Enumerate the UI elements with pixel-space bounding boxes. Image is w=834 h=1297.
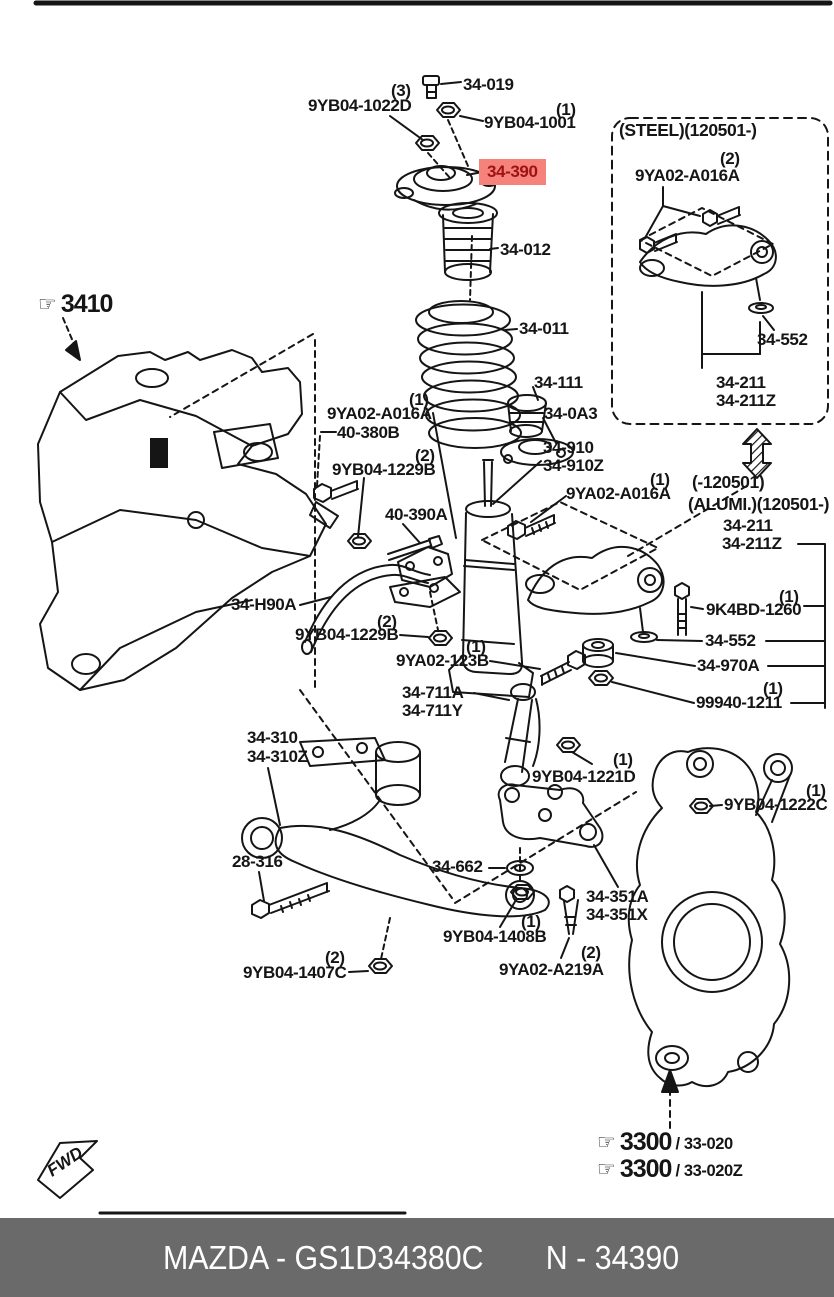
part-label-34-970a[interactable]: 34-970A	[697, 656, 760, 675]
part-label-34-h90a[interactable]: 34-H90A	[231, 595, 297, 614]
part-label-9ya02-a016a[interactable]: 9YA02-A016A	[635, 166, 740, 185]
part-label-9ya02-123b[interactable]: 9YA02-123B	[396, 651, 489, 670]
footer-catalog-code: MAZDA - GS1D34380C	[163, 1238, 484, 1276]
caption-label-alumi-120501: (ALUMI.)(120501-)	[688, 494, 830, 514]
part-label-9ya02-a219a[interactable]: 9YA02-A219A	[499, 960, 604, 979]
ref-code: 3300	[619, 1155, 673, 1183]
footer-diagram-code: N - 34390	[545, 1238, 679, 1276]
ref-link-3300-33-020[interactable]: ☞3300/ 33-020	[597, 1130, 733, 1155]
ref-link-3300-33-020z[interactable]: ☞3300/ 33-020Z	[597, 1155, 743, 1183]
qty-badge: (2)	[720, 149, 740, 168]
part-label-9yb04-1022d[interactable]: 9YB04-1022D	[308, 96, 412, 115]
part-label-40-380b[interactable]: 40-380B	[337, 423, 400, 442]
part-label-9ya02-a016a[interactable]: 9YA02-A016A	[327, 404, 432, 423]
part-label-34-310z[interactable]: 34-310Z	[247, 747, 308, 766]
part-label-40-390a[interactable]: 40-390A	[385, 505, 448, 524]
part-label-34-211z[interactable]: 34-211Z	[716, 391, 776, 410]
part-label-34-211[interactable]: 34-211	[716, 373, 766, 392]
part-label-9yb04-1001[interactable]: 9YB04-1001	[484, 113, 576, 132]
part-label-34-552[interactable]: 34-552	[757, 330, 808, 349]
qty-badge: (1)	[779, 587, 799, 606]
part-label-34-662[interactable]: 34-662	[432, 857, 483, 876]
part-label-9ya02-a016a[interactable]: 9YA02-A016A	[566, 484, 671, 503]
part-label-34-351a[interactable]: 34-351A	[586, 887, 649, 906]
part-label-9yb04-1229b[interactable]: 9YB04-1229B	[332, 460, 436, 479]
ref-code: 3300	[619, 1128, 673, 1156]
part-label-34-011[interactable]: 34-011	[519, 319, 569, 338]
part-label-34-0a3[interactable]: 34-0A3	[544, 404, 598, 423]
part-label-34-211[interactable]: 34-211	[723, 516, 773, 535]
caption-label-120501: (-120501)	[692, 472, 765, 492]
ref-link-3410[interactable]: ☞3410	[38, 290, 114, 318]
part-label-9yb04-1221d[interactable]: 9YB04-1221D	[532, 767, 636, 786]
ref-suffix: / 33-020	[675, 1134, 733, 1153]
part-label-34-012[interactable]: 34-012	[500, 240, 551, 259]
part-label-34-711y[interactable]: 34-711Y	[402, 701, 463, 720]
part-label-99940-1211[interactable]: 99940-1211	[696, 693, 782, 712]
hand-pointer-icon: ☞	[597, 1158, 616, 1181]
qty-badge: (1)	[613, 750, 633, 769]
part-label-34-910[interactable]: 34-910	[543, 438, 594, 457]
part-label-34-910z[interactable]: 34-910Z	[543, 456, 604, 475]
qty-badge: (1)	[650, 470, 670, 489]
ref-suffix: / 33-020Z	[675, 1161, 743, 1180]
qty-badge: (2)	[581, 943, 601, 962]
qty-badge: (3)	[391, 81, 411, 100]
ref-code: 3410	[60, 290, 114, 318]
footer-bar: MAZDA - GS1D34380C N - 34390	[0, 1218, 834, 1297]
part-label-34-552[interactable]: 34-552	[705, 631, 756, 650]
part-label-34-310[interactable]: 34-310	[247, 728, 298, 747]
part-label-9yb04-1222c[interactable]: 9YB04-1222C	[724, 795, 828, 814]
qty-badge: (1)	[806, 781, 826, 800]
part-label-9yb04-1407c[interactable]: 9YB04-1407C	[243, 963, 347, 982]
qty-badge: (1)	[521, 912, 541, 931]
part-label-9k4bd-1260[interactable]: 9K4BD-1260	[706, 600, 802, 619]
qty-badge: (2)	[377, 612, 397, 631]
caption-label-steel-120501: (STEEL)(120501-)	[619, 120, 757, 140]
part-label-9yb04-1229b[interactable]: 9YB04-1229B	[295, 625, 399, 644]
part-label-9yb04-1408b[interactable]: 9YB04-1408B	[443, 927, 547, 946]
part-label-34-711a[interactable]: 34-711A	[402, 683, 464, 702]
part-label-34-390[interactable]: 34-390	[479, 159, 546, 185]
part-label-28-316[interactable]: 28-316	[232, 852, 283, 871]
qty-badge: (2)	[415, 446, 435, 465]
part-label-34-019[interactable]: 34-019	[463, 75, 514, 94]
part-label-34-351x[interactable]: 34-351X	[586, 905, 648, 924]
part-label-34-111[interactable]: 34-111	[534, 373, 583, 392]
qty-badge: (2)	[325, 948, 345, 967]
qty-badge: (1)	[556, 100, 576, 119]
hand-pointer-icon: ☞	[597, 1131, 616, 1154]
qty-badge: (1)	[409, 390, 429, 409]
part-label-34-211z[interactable]: 34-211Z	[722, 534, 782, 553]
qty-badge: (1)	[763, 679, 783, 698]
qty-badge: (1)	[466, 637, 486, 656]
hand-pointer-icon: ☞	[38, 293, 57, 316]
